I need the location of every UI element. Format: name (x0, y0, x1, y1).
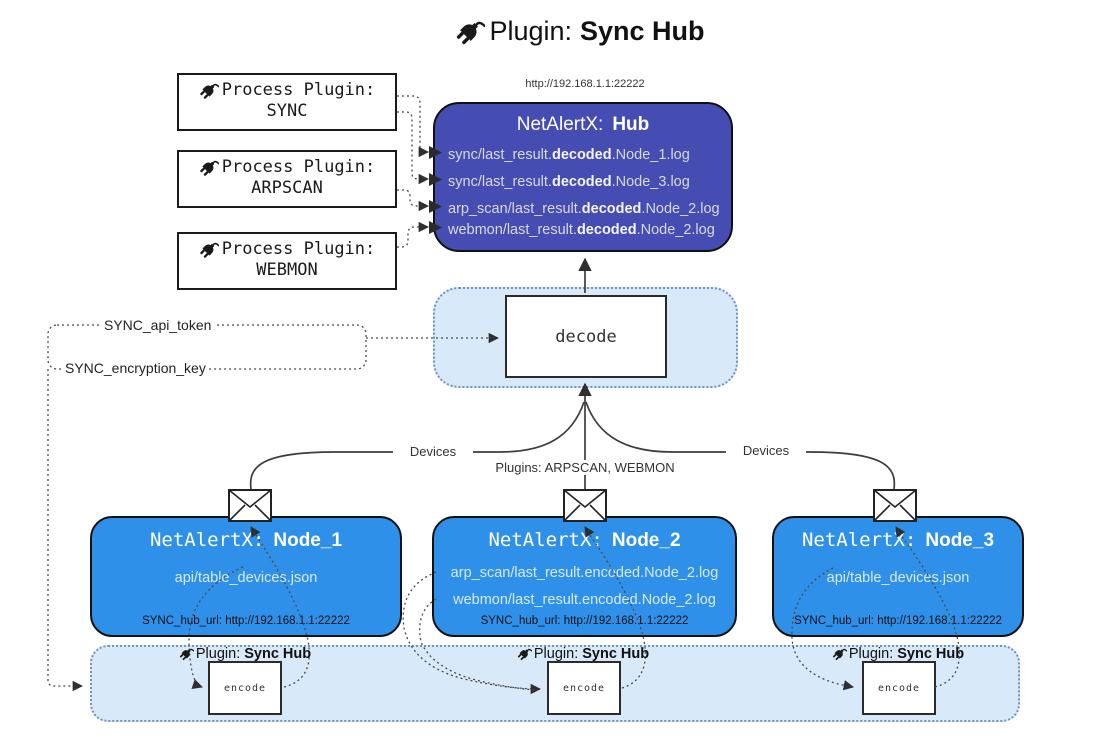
hub-title-bold: Hub (612, 114, 650, 135)
edge-sync-to-hub-line2 (397, 111, 430, 185)
process-plugin-box-arpscan: Process Plugin: ARPSCAN (177, 150, 397, 208)
node-file-line: webmon/last_result.encoded.Node_2.log (453, 592, 716, 608)
title-prefix: Plugin: (489, 16, 573, 46)
encoder-label: Plugin:Sync Hub (818, 646, 978, 662)
node-file-line: arp_scan/last_result.encoded.Node_2.log (450, 565, 719, 581)
envelope-icon (873, 489, 917, 522)
node-title: NetAlertX:Node_2 (488, 529, 681, 551)
node-hub-url: SYNC_hub_url: http://192.168.1.1:22222 (142, 615, 350, 627)
decode-box: decode (505, 295, 667, 378)
node-hub-url: SYNC_hub_url: http://192.168.1.1:22222 (480, 615, 689, 627)
hub-log-line: arp_scan/last_result.decoded.Node_2.log (448, 201, 720, 217)
encode-box: encode (208, 661, 282, 715)
process-plugin-name: ARPSCAN (251, 178, 323, 198)
node-file-line: api/table_devices.json (826, 570, 970, 586)
node-file-line: api/table_devices.json (174, 570, 318, 586)
node-hub-url: SYNC_hub_url: http://192.168.1.1:22222 (794, 615, 1002, 627)
encode-box: encode (547, 661, 621, 715)
sync-api-token-label: SYNC_api_token (101, 317, 215, 333)
hub-log-line: sync/last_result.decoded.Node_1.log (448, 147, 690, 163)
envelope-icon (228, 489, 272, 522)
encoder-label: Plugin:Sync Hub (503, 646, 663, 662)
hub-title: NetAlertX: Hub (435, 114, 731, 136)
process-plugin-label: Process Plugin: (221, 157, 376, 177)
node-title: NetAlertX:Node_3 (801, 529, 995, 551)
hub-node: NetAlertX: Hub sync/last_result.decoded.N… (433, 102, 733, 252)
edge-sync-to-hub-line1 (397, 95, 430, 158)
hub-title-prefix: NetAlertX: (516, 114, 604, 135)
node-1-box: NetAlertX:Node_1 api/table_devices.json … (90, 516, 402, 637)
plug-icon (199, 157, 219, 177)
hub-log-line: sync/last_result.decoded.Node_3.log (448, 174, 690, 190)
devices-label-right: Devices (726, 443, 806, 458)
process-plugin-box-sync: Process Plugin: SYNC (177, 73, 397, 131)
plug-icon (199, 239, 219, 259)
process-plugin-label: Process Plugin: (221, 239, 376, 259)
devices-label-left: Devices (393, 444, 473, 459)
plug-icon (179, 646, 194, 661)
hub-log-line: webmon/last_result.decoded.Node_2.log (448, 222, 715, 238)
plug-icon (517, 646, 532, 661)
title-bold: Sync Hub (580, 16, 705, 46)
plug-icon (832, 646, 847, 661)
node-2-box: NetAlertX:Node_2 arp_scan/last_result.en… (432, 516, 737, 637)
edge-webmon-to-hub-line4 (397, 221, 430, 248)
edge-arpscan-to-hub-line3 (397, 189, 430, 212)
hub-url-label: http://192.168.1.1:22222 (525, 78, 645, 90)
plugins-label-center: Plugins: ARPSCAN, WEBMON (495, 460, 675, 475)
plug-icon (199, 80, 219, 100)
process-plugin-name: SYNC (266, 101, 308, 121)
edge-secrets-to-encode-band (47, 369, 84, 692)
process-plugin-name: WEBMON (256, 260, 318, 280)
process-plugin-box-webmon: Process Plugin: WEBMON (177, 232, 397, 290)
node-title: NetAlertX:Node_1 (149, 529, 343, 551)
envelope-icon (563, 489, 607, 522)
encode-box: encode (862, 661, 936, 715)
sync-encryption-key-label: SYNC_encryption_key (62, 360, 209, 376)
plug-icon (455, 16, 485, 46)
encoder-label: Plugin:Sync Hub (165, 646, 325, 662)
node-3-box: NetAlertX:Node_3 api/table_devices.json … (772, 516, 1024, 637)
process-plugin-label: Process Plugin: (221, 80, 376, 100)
page-title: Plugin:Sync Hub (300, 16, 860, 47)
